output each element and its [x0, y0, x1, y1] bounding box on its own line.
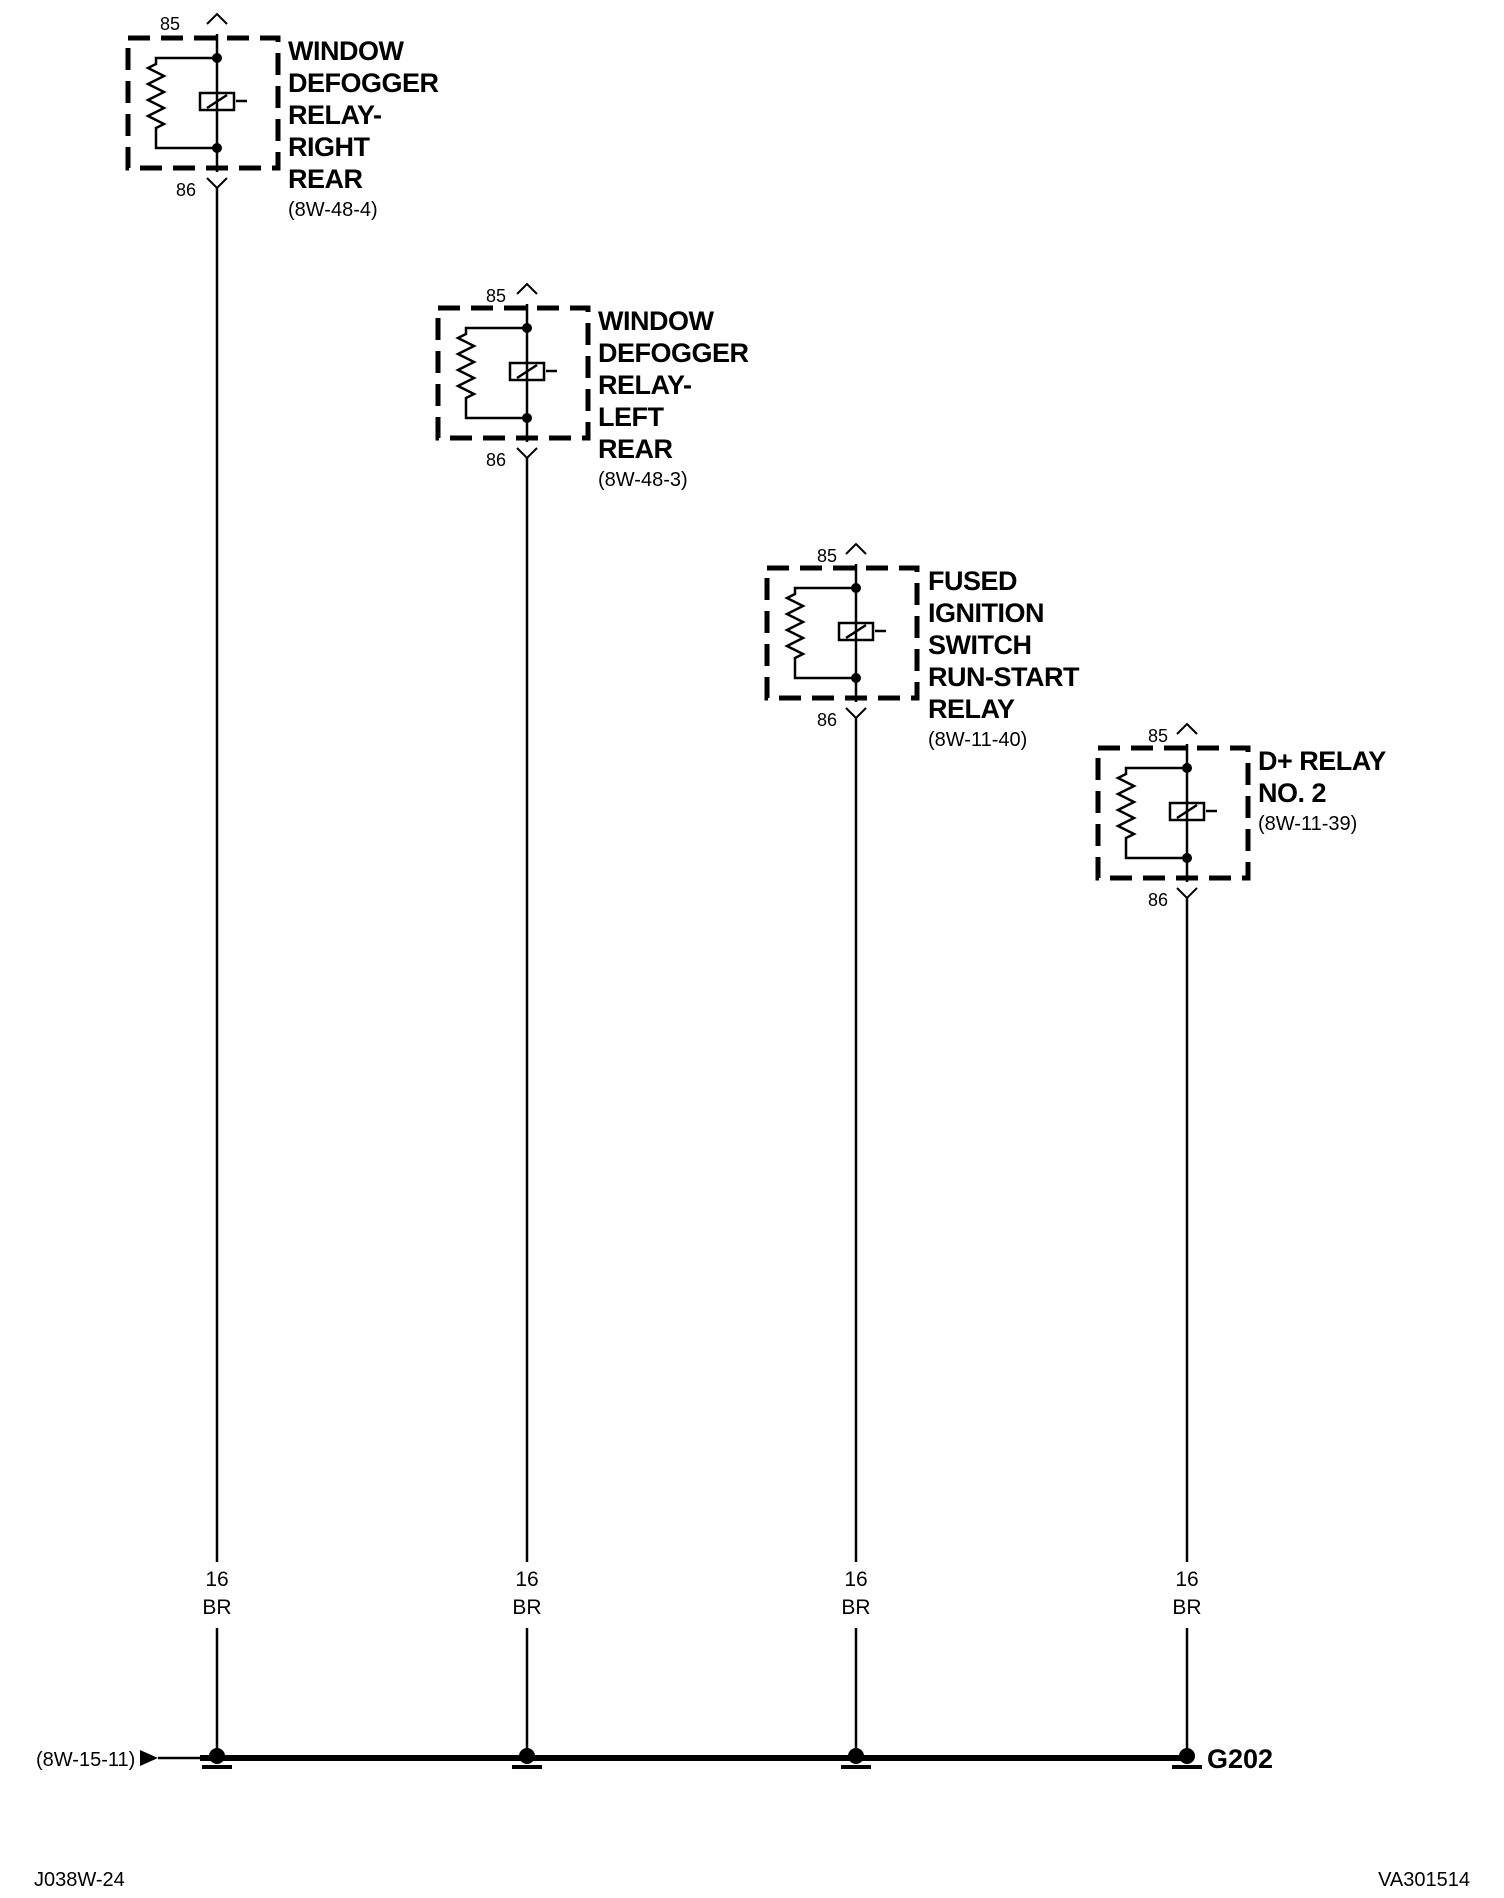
- pin-85-label: 85: [160, 14, 180, 34]
- wire-color: BR: [202, 1596, 231, 1619]
- svg-text:FUSED: FUSED: [928, 566, 1017, 596]
- relay-d-plus-no2: 85 86: [1095, 722, 1251, 910]
- svg-text:D+ RELAY: D+ RELAY: [1258, 746, 1386, 776]
- wire-gauge: 16: [844, 1568, 867, 1591]
- svg-text:RIGHT: RIGHT: [288, 132, 371, 162]
- splice-3: [841, 1748, 871, 1769]
- pin-85-label: 85: [1148, 726, 1168, 746]
- relay-coil-symbol: [1115, 744, 1217, 882]
- footer-left-code: J038W-24: [34, 1869, 125, 1891]
- splice-2: [512, 1748, 542, 1769]
- svg-text:SWITCH: SWITCH: [928, 630, 1031, 660]
- relay-d-plus-no2-name: D+ RELAY NO. 2 (8W-11-39): [1258, 746, 1387, 835]
- wire-3: 16 BR: [841, 718, 871, 1752]
- relay-enclosure: [1095, 745, 1251, 881]
- svg-text:NO. 2: NO. 2: [1258, 778, 1326, 808]
- relay-d-plus-no2-ref: (8W-11-39): [1258, 813, 1357, 835]
- ground-point-icon: [1172, 1748, 1202, 1769]
- svg-text:RELAY-: RELAY-: [598, 370, 692, 400]
- relay-right-rear-ref: (8W-48-4): [288, 199, 378, 221]
- relay-ignition-run-start: 85 86: [764, 542, 920, 730]
- incoming-arrow-icon: [140, 1750, 158, 1766]
- connector-85-chevron: [206, 12, 228, 25]
- connector-85-chevron: [1176, 722, 1198, 735]
- relay-right-rear: 85 86: [125, 12, 281, 200]
- pin-86-label: 86: [486, 450, 506, 470]
- wire-2: 16 BR: [512, 458, 542, 1752]
- pin-86-label: 86: [176, 180, 196, 200]
- connector-86-chevron: [845, 707, 867, 720]
- wire-1: 16 BR: [202, 188, 232, 1752]
- svg-text:DEFOGGER: DEFOGGER: [288, 68, 439, 98]
- svg-text:RELAY-: RELAY-: [288, 100, 382, 130]
- incoming-ref-label: (8W-15-11): [36, 1749, 135, 1771]
- wire-color: BR: [512, 1596, 541, 1619]
- splice-1: [202, 1748, 232, 1769]
- relay-coil-symbol: [145, 34, 247, 172]
- wire-gauge: 16: [205, 1568, 228, 1591]
- connector-85-chevron: [845, 542, 867, 555]
- svg-text:LEFT: LEFT: [598, 402, 664, 432]
- relay-ignition-run-start-name: FUSED IGNITION SWITCH RUN-START RELAY (8…: [928, 566, 1080, 751]
- wire-4: 16 BR: [1172, 898, 1202, 1752]
- ground-label: G202: [1207, 1744, 1273, 1774]
- relay-enclosure: [125, 35, 281, 171]
- svg-text:IGNITION: IGNITION: [928, 598, 1044, 628]
- relay-left-rear-ref: (8W-48-3): [598, 469, 688, 491]
- relay-ignition-run-start-ref: (8W-11-40): [928, 729, 1027, 751]
- footer-right-code: VA301514: [1378, 1869, 1470, 1891]
- pin-86-label: 86: [817, 710, 837, 730]
- connector-85-chevron: [516, 282, 538, 295]
- pin-85-label: 85: [486, 286, 506, 306]
- relay-left-rear-name: WINDOW DEFOGGER RELAY- LEFT REAR (8W-48-…: [598, 306, 749, 491]
- relay-enclosure: [764, 565, 920, 701]
- svg-text:REAR: REAR: [598, 434, 673, 464]
- pin-85-label: 85: [817, 546, 837, 566]
- svg-text:REAR: REAR: [288, 164, 363, 194]
- relay-coil-symbol: [455, 304, 557, 442]
- relay-right-rear-name: WINDOW DEFOGGER RELAY- RIGHT REAR (8W-48…: [288, 36, 439, 221]
- svg-text:DEFOGGER: DEFOGGER: [598, 338, 749, 368]
- svg-text:RUN-START: RUN-START: [928, 662, 1080, 692]
- svg-text:WINDOW: WINDOW: [598, 306, 714, 336]
- connector-86-chevron: [1176, 887, 1198, 900]
- pin-86-label: 86: [1148, 890, 1168, 910]
- wire-color: BR: [841, 1596, 870, 1619]
- connector-86-chevron: [516, 447, 538, 460]
- svg-text:WINDOW: WINDOW: [288, 36, 404, 66]
- relay-coil-symbol: [784, 564, 886, 702]
- wire-gauge: 16: [1175, 1568, 1198, 1591]
- ground-bus: (8W-15-11) G202: [36, 1744, 1273, 1774]
- relay-enclosure: [435, 305, 591, 441]
- connector-86-chevron: [206, 177, 228, 190]
- svg-text:RELAY: RELAY: [928, 694, 1015, 724]
- wire-gauge: 16: [515, 1568, 538, 1591]
- wire-color: BR: [1172, 1596, 1201, 1619]
- relay-left-rear: 85 86: [435, 282, 591, 470]
